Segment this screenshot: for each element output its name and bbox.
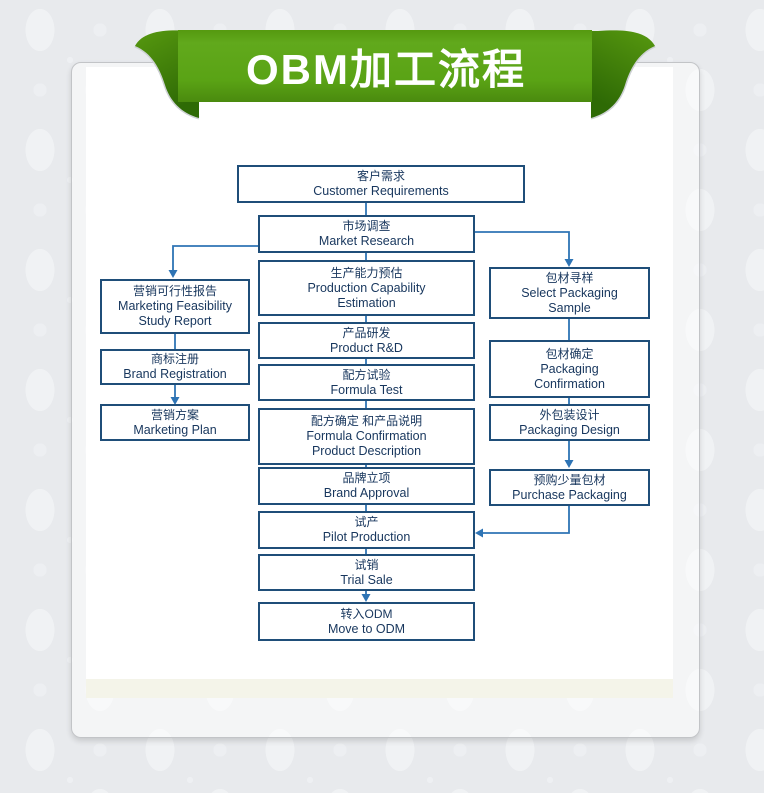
- node-label-en: Select Packaging Sample: [521, 285, 618, 315]
- arrowhead-to-pilot-production: [475, 528, 483, 538]
- node-label-en: Brand Approval: [323, 486, 410, 500]
- node-label-en: Formula Test: [330, 382, 403, 397]
- node-label-en: Trial Sale: [340, 572, 393, 587]
- node-label-zh: 客户需求: [356, 169, 405, 183]
- node-label-en: Packaging Confirmation: [534, 361, 605, 391]
- node-label-en: Brand Registration: [123, 367, 227, 381]
- node-label-zh: 转入ODM: [340, 606, 393, 621]
- node-label-zh: 配方试验: [342, 367, 391, 382]
- flow-node-purchase-packaging: 预购少量包材 Purchase Packaging: [489, 469, 650, 506]
- node-label-en: Purchase Packaging: [512, 487, 627, 502]
- flow-node-pilot-production: 试产 Pilot Production: [258, 511, 475, 549]
- flow-node-customer-requirements: 客户需求 Customer Requirements: [237, 165, 525, 203]
- node-label-en: Move to ODM: [327, 621, 406, 636]
- flow-node-marketing-plan: 营销方案 Marketing Plan: [100, 404, 250, 441]
- flow-node-market-research: 市场调查 Market Research: [258, 215, 475, 253]
- node-label-en: Marketing Feasibility Study Report: [118, 299, 232, 328]
- flow-node-packaging-design: 外包装设计 Packaging Design: [489, 404, 650, 441]
- node-label-zh: 产品研发: [342, 325, 391, 340]
- node-label-zh: 包材寻样: [545, 270, 594, 285]
- node-label-en: Marketing Plan: [133, 422, 217, 437]
- ribbon-shape: [134, 30, 656, 120]
- node-label-zh: 营销可行性报告: [132, 284, 217, 298]
- node-label-zh: 商标注册: [150, 352, 199, 366]
- node-label-zh: 试销: [354, 557, 379, 572]
- flow-node-brand-approval: 品牌立项 Brand Approval: [258, 467, 475, 505]
- flow-node-brand-registration: 商标注册 Brand Registration: [100, 349, 250, 385]
- node-label-en: Production Capability Estimation: [307, 280, 426, 310]
- arrowhead-trial-to-odm: [361, 594, 371, 602]
- bottom-accent-strip: [86, 679, 673, 698]
- flow-node-marketing-feasibility: 营销可行性报告 Marketing Feasibility Study Repo…: [100, 279, 250, 334]
- flow-node-packaging-confirmation: 包材确定 Packaging Confirmation: [489, 340, 650, 398]
- page-title: OBM加工流程: [246, 45, 526, 93]
- flow-node-trial-sale: 试销 Trial Sale: [258, 554, 475, 591]
- node-label-zh: 市场调查: [342, 219, 391, 233]
- ribbon-right-curl: [591, 30, 655, 119]
- flow-node-formula-confirmation: 配方确定 和产品说明 Formula Confirmation Product …: [258, 408, 475, 465]
- node-label-en: Formula Confirmation Product Description: [306, 429, 427, 458]
- ribbon-banner: OBM加工流程: [0, 0, 764, 140]
- node-label-en: Pilot Production: [322, 530, 411, 544]
- node-label-en: Market Research: [318, 234, 415, 248]
- node-label-zh: 包材确定: [545, 346, 594, 361]
- node-label-zh: 试产: [354, 515, 379, 529]
- flow-node-production-capability: 生产能力预估 Production Capability Estimation: [258, 260, 475, 316]
- flow-node-product-rd: 产品研发 Product R&D: [258, 322, 475, 359]
- node-label-zh: 营销方案: [150, 407, 199, 422]
- node-label-zh: 生产能力预估: [330, 265, 403, 280]
- ribbon-band: [178, 30, 592, 102]
- arrowhead-to-purchase-packaging: [564, 460, 574, 468]
- node-label-zh: 外包装设计: [539, 407, 600, 422]
- arrowhead-to-feasibility: [168, 270, 178, 278]
- arrowhead-to-select-packaging: [564, 259, 574, 267]
- flow-node-move-to-odm: 转入ODM Move to ODM: [258, 602, 475, 641]
- node-label-en: Customer Requirements: [313, 184, 449, 198]
- flow-node-formula-test: 配方试验 Formula Test: [258, 364, 475, 401]
- node-label-zh: 预购少量包材: [533, 472, 606, 487]
- flow-node-select-packaging-sample: 包材寻样 Select Packaging Sample: [489, 267, 650, 319]
- node-label-zh: 品牌立项: [342, 471, 391, 485]
- node-label-en: Product R&D: [330, 340, 403, 355]
- node-label-zh: 配方确定 和产品说明: [310, 414, 423, 428]
- node-label-en: Packaging Design: [519, 422, 620, 437]
